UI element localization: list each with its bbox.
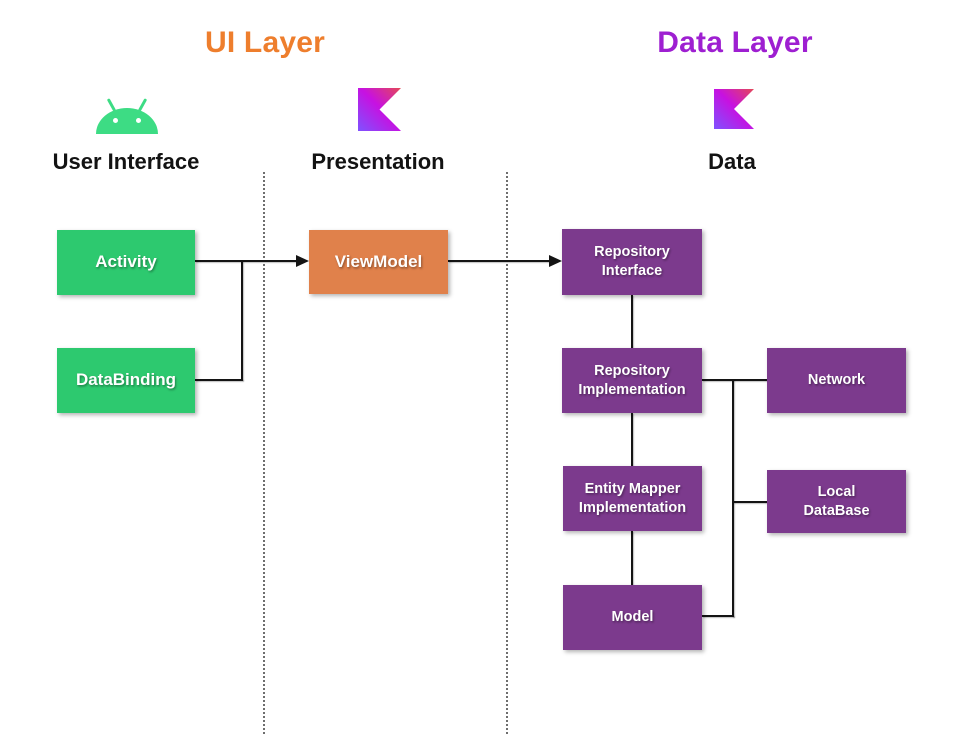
- column-label-user-interface: User Interface: [52, 149, 200, 174]
- data-layer-title: Data Layer: [657, 26, 813, 59]
- connector-trunk-vertical: [732, 379, 734, 617]
- node-repository-implementation: Repository Implementation: [562, 348, 702, 413]
- connector-viewmodel-repository: [448, 260, 549, 262]
- connector-repoimpl-network: [702, 379, 767, 381]
- connector-model-trunk: [702, 615, 734, 617]
- connector-trunk-localdatabase: [733, 501, 767, 503]
- connector-databinding-horizontal: [195, 379, 243, 381]
- node-network: Network: [767, 348, 906, 413]
- android-eye-left: [113, 118, 118, 123]
- node-model: Model: [563, 585, 702, 650]
- connector-entitymapper-model: [631, 531, 633, 585]
- arrowhead-icon: [296, 255, 309, 267]
- android-eye-right: [136, 118, 141, 123]
- layer-divider: [506, 172, 508, 734]
- node-viewmodel: ViewModel: [309, 230, 448, 294]
- kotlin-logo-icon: [358, 88, 401, 131]
- node-local-database: Local DataBase: [767, 470, 906, 533]
- node-repository-interface: Repository Interface: [562, 229, 702, 295]
- column-label-data: Data: [708, 149, 756, 174]
- android-robot-icon: [95, 97, 159, 134]
- connector-databinding-vertical: [241, 261, 243, 380]
- android-head: [96, 108, 158, 134]
- kotlin-logo-icon: [714, 89, 754, 129]
- connector-repointerface-repoimpl: [631, 295, 633, 348]
- connector-activity-viewmodel: [195, 260, 297, 262]
- node-activity: Activity: [57, 230, 195, 295]
- node-databinding: DataBinding: [57, 348, 195, 413]
- arrowhead-icon: [549, 255, 562, 267]
- ui-layer-title: UI Layer: [205, 26, 325, 59]
- column-label-presentation: Presentation: [311, 149, 445, 174]
- node-entity-mapper-implementation: Entity Mapper Implementation: [563, 466, 702, 531]
- connector-repoimpl-entitymapper: [631, 413, 633, 466]
- layer-divider: [263, 172, 265, 734]
